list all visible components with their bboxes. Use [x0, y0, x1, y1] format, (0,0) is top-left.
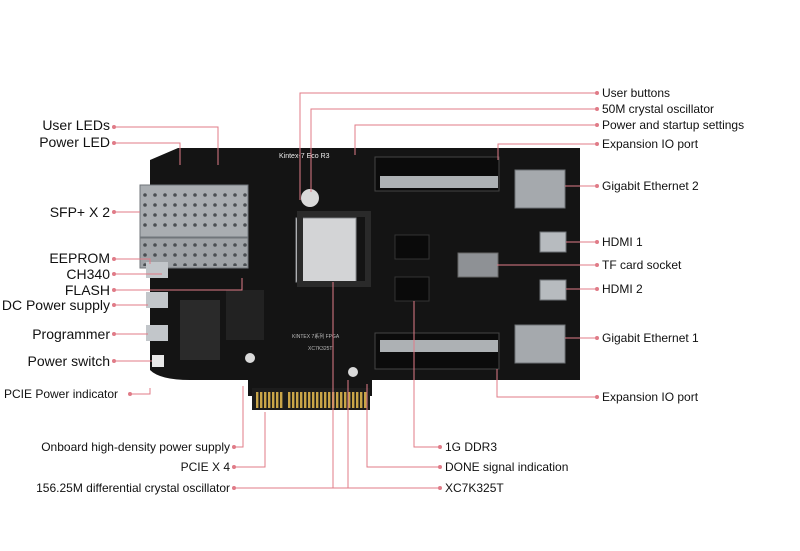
crystal-part [301, 189, 319, 207]
label-expansion-bottom: Expansion IO port [602, 390, 699, 404]
hdmi-port-1 [539, 231, 567, 253]
pcie-gold-fingers [256, 392, 367, 408]
label-156m: 156.25M differential crystal oscillator [36, 481, 230, 495]
leader-expansion-top [497, 143, 597, 160]
tf-socket [457, 252, 499, 278]
eeprom-usb-port [146, 262, 168, 278]
label-done: DONE signal indication [445, 460, 569, 474]
label-pcie-x4: PCIE X 4 [180, 460, 230, 474]
power-switch-part [152, 355, 164, 367]
board-silk-model: XC7K325T [308, 346, 332, 352]
label-sfp: SFP+ X 2 [49, 204, 110, 220]
leader-pcie-power [130, 388, 151, 395]
label-user-leds: User LEDs [42, 117, 110, 133]
power-modules [180, 300, 220, 360]
leader-done [366, 384, 440, 468]
board-silk-title: Kintex-7 Eco R3 [279, 153, 330, 160]
label-ch340: CH340 [66, 266, 110, 282]
label-dc-power: DC Power supply [1, 297, 110, 313]
leader-pcie-x4 [234, 412, 266, 468]
fpga-chip [295, 217, 357, 283]
dc-port [146, 292, 168, 308]
leader-user-buttons [299, 92, 597, 200]
board-silk-note: KINTEX 7系列 FPGA [292, 333, 340, 340]
leader-lines [114, 92, 597, 489]
label-expansion-top: Expansion IO port [602, 137, 699, 151]
label-power-startup: Power and startup settings [602, 118, 745, 132]
power-modules-2 [226, 290, 264, 340]
leader-power-startup [354, 124, 597, 155]
programmer-port [146, 325, 168, 341]
leader-expansion-bottom [496, 369, 597, 398]
label-hdmi1: HDMI 1 [602, 235, 643, 249]
leader-eeprom [114, 258, 151, 264]
hdmi-port-2 [539, 279, 567, 301]
label-gige1: Gigabit Ethernet 1 [602, 331, 699, 345]
ddr3-chip-2 [394, 276, 430, 302]
leader-xc7k [332, 282, 440, 489]
label-gige2: Gigabit Ethernet 2 [602, 179, 699, 193]
leader-dots [112, 91, 599, 490]
label-hdmi2: HDMI 2 [602, 282, 643, 296]
leader-50m [310, 108, 597, 192]
ethernet-jack-1 [514, 324, 566, 364]
leader-power-led [114, 142, 181, 165]
leader-onboard-power [234, 386, 244, 448]
label-tf-card: TF card socket [602, 258, 682, 272]
leader-ddr3 [413, 301, 440, 448]
label-50m: 50M crystal oscillator [602, 102, 715, 116]
label-power-led: Power LED [39, 134, 110, 150]
fpga-board: Kintex-7 Eco R3 KINTEX 7系列 FPGA XC7K325T [139, 148, 580, 410]
label-eeprom: EEPROM [49, 250, 110, 266]
leader-user-leds [114, 126, 219, 165]
label-user-buttons: User buttons [602, 86, 671, 100]
label-power-switch: Power switch [27, 353, 110, 369]
label-flash: FLASH [64, 282, 110, 298]
label-pcie-power: PCIE Power indicator [4, 387, 119, 401]
label-onboard-power: Onboard high-density power supply [41, 440, 230, 454]
ethernet-jack-2 [514, 169, 566, 209]
ddr3-chip-1 [394, 234, 430, 260]
label-ddr3: 1G DDR3 [445, 440, 498, 454]
label-xc7k: XC7K325T [445, 481, 504, 495]
label-programmer: Programmer [32, 326, 110, 342]
leader-flash [114, 278, 243, 291]
